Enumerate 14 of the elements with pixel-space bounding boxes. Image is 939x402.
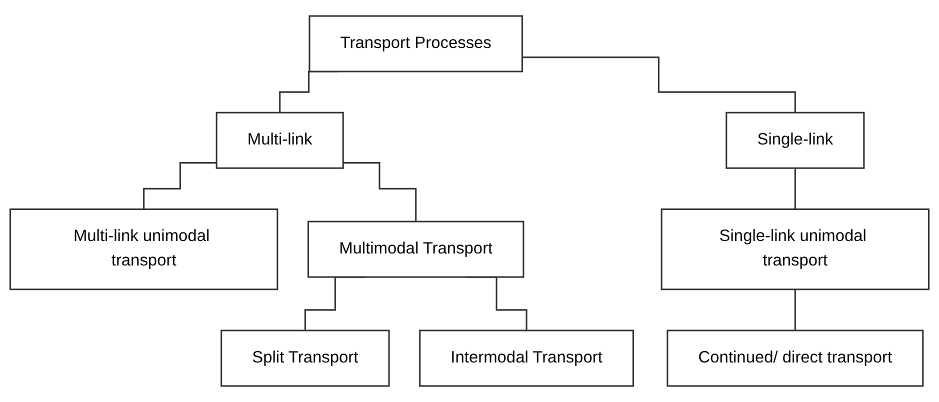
node-box: Multi-link [216, 112, 344, 169]
node-box: Intermodal Transport [419, 330, 634, 387]
connector [143, 162, 217, 210]
connector [343, 162, 417, 222]
node-box: Split Transport [220, 330, 390, 387]
connector [794, 288, 796, 332]
node-box: Transport Processes [308, 15, 523, 72]
connector [794, 167, 796, 210]
node-box: Single-link unimodal transport [660, 208, 930, 290]
node-box: Multi-link unimodal transport [9, 208, 278, 290]
node-box: Continued/ direct transport [666, 330, 924, 387]
connector [522, 56, 796, 114]
node-box: Multimodal Transport [308, 220, 524, 278]
node-box: Single-link [726, 112, 865, 169]
